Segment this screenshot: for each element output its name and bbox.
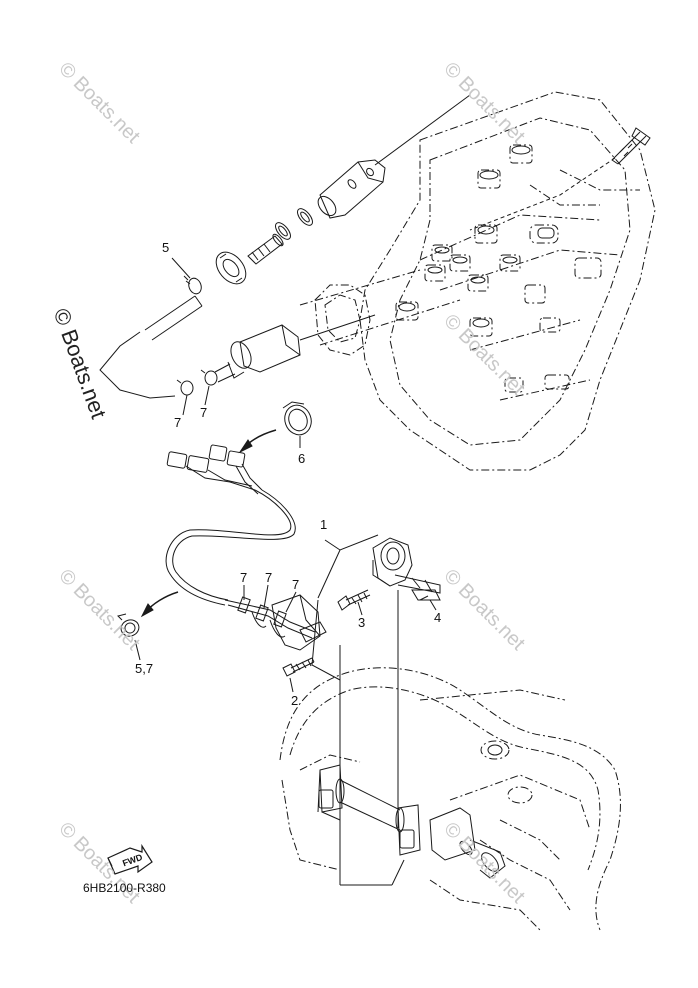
callout-7-left: 7 xyxy=(174,415,182,430)
callout-7-right: 7 xyxy=(200,405,208,420)
callout-7-harness-c: 7 xyxy=(292,577,300,592)
callout-1: 1 xyxy=(320,517,328,532)
drawing-code: 6HB2100-R380 xyxy=(83,881,166,895)
callout-4: 4 xyxy=(434,610,442,625)
o-ring-b xyxy=(275,222,291,240)
leader-fitting xyxy=(374,94,471,166)
fwd-arrow-icon xyxy=(107,843,153,875)
nut xyxy=(215,251,247,285)
hose-fitting xyxy=(317,159,386,219)
clamp-7-left xyxy=(176,379,194,396)
hose-nipple xyxy=(247,233,284,265)
callout-5-7: 5,7 xyxy=(135,661,154,676)
bracket-4 xyxy=(411,589,441,601)
bolt-3 xyxy=(337,589,371,611)
leader-5-7 xyxy=(134,639,141,661)
leader-long xyxy=(311,590,405,886)
leader-1 xyxy=(317,534,379,599)
hose xyxy=(99,295,203,399)
wire-harness xyxy=(165,444,296,606)
leader-sensor xyxy=(299,314,376,341)
o-ring-a xyxy=(297,208,313,226)
bolt-2 xyxy=(282,657,315,677)
lower-bracket-outline xyxy=(279,667,621,931)
leader-bolt xyxy=(469,157,616,231)
harness-lower xyxy=(224,596,316,639)
leader-7e xyxy=(285,591,297,613)
leader-7a xyxy=(182,394,188,416)
upper-mount-bracket-outline xyxy=(299,91,656,471)
leader-7b xyxy=(204,385,210,406)
leader-7d xyxy=(263,584,269,609)
leader-3 xyxy=(357,601,363,616)
connector-upper xyxy=(372,537,441,594)
callout-7-harness-b: 7 xyxy=(265,570,273,585)
lower-bracket-solid xyxy=(317,744,506,879)
leader-4 xyxy=(429,599,437,611)
clamp-5-7 xyxy=(117,613,140,637)
upper-bracket-detail-solid xyxy=(398,145,555,328)
callout-3: 3 xyxy=(358,615,366,630)
callout-6: 6 xyxy=(298,451,306,466)
sensor-body xyxy=(214,324,301,383)
clamp-7-right xyxy=(200,369,218,386)
bolt-top-right xyxy=(611,127,651,165)
callout-5: 5 xyxy=(162,240,170,255)
hose-clamp-5 xyxy=(183,275,202,295)
leader-5 xyxy=(171,257,191,279)
callout-7-harness-a: 7 xyxy=(240,570,248,585)
leader-2 xyxy=(289,677,294,693)
fwd-label: FWD xyxy=(121,852,144,869)
callout-2: 2 xyxy=(291,693,299,708)
clamp-6 xyxy=(282,401,312,436)
